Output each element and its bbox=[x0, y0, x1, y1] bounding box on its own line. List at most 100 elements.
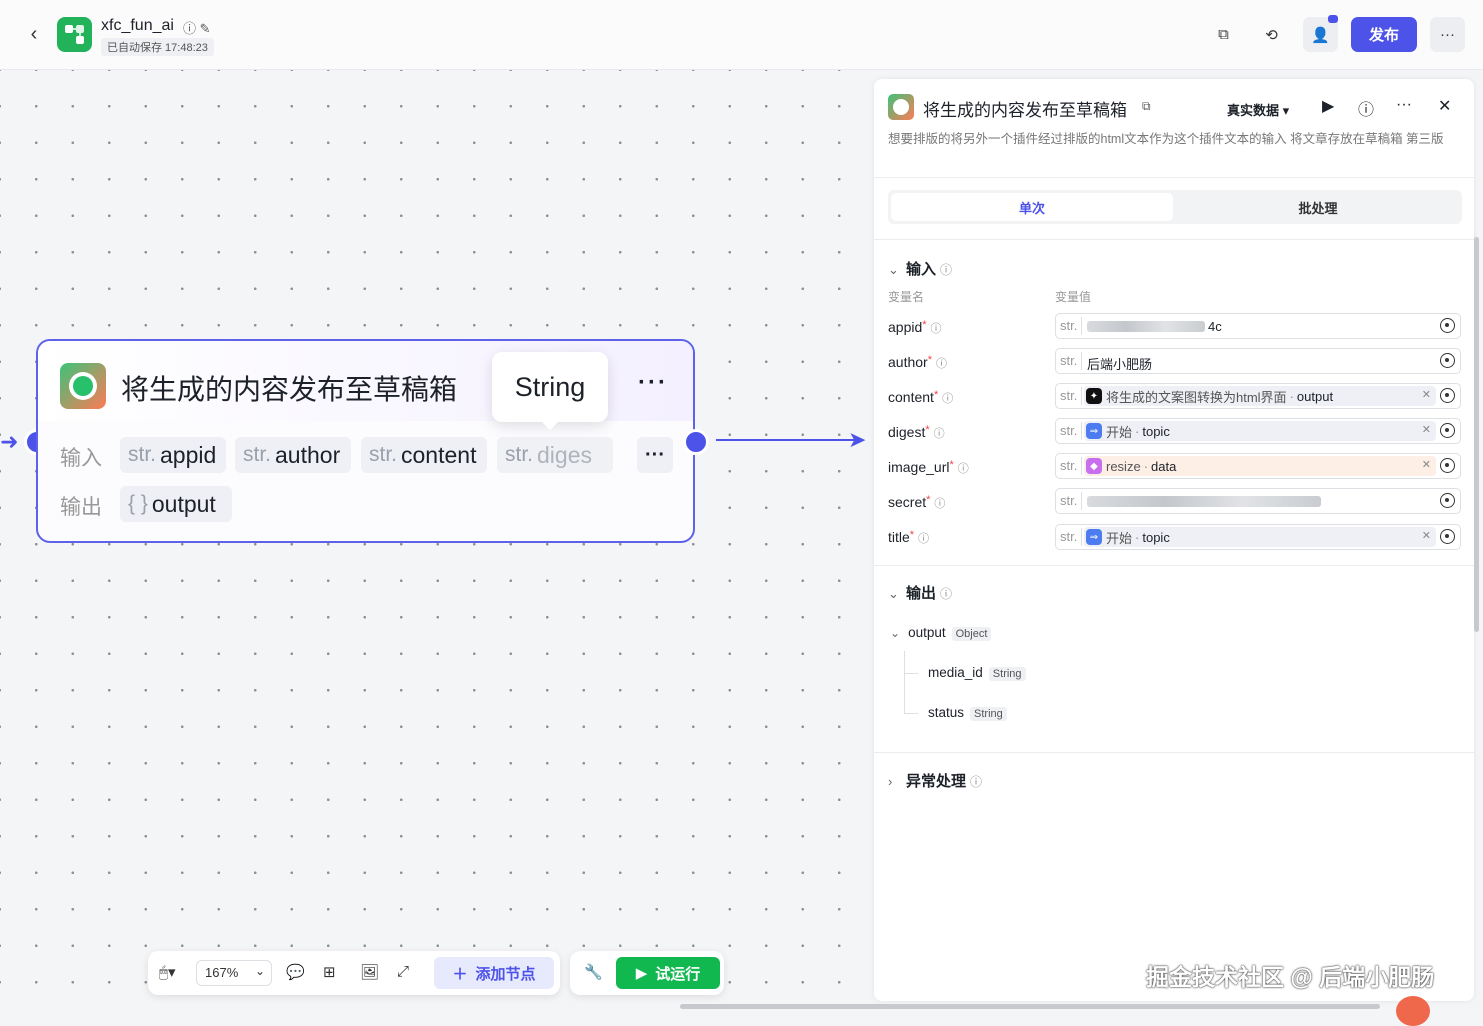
run-toolbar: 🔧 ▶试运行 bbox=[570, 951, 724, 995]
remove-reference-icon[interactable]: ✕ bbox=[1421, 459, 1431, 471]
close-icon[interactable]: ✕ bbox=[1438, 98, 1452, 115]
param-value-image-url[interactable]: str. ◆ resize·data ✕ bbox=[1055, 453, 1461, 479]
plus-icon: ＋ bbox=[452, 965, 468, 983]
publish-button[interactable]: 发布 bbox=[1351, 17, 1417, 52]
variable-reference: ✦ 将生成的文案图转换为html界面·output ✕ bbox=[1084, 386, 1436, 406]
help-icon[interactable]: ⓘ bbox=[1358, 102, 1375, 119]
comment-icon[interactable]: 💬 bbox=[286, 964, 305, 981]
variable-picker-icon[interactable] bbox=[1440, 493, 1455, 508]
mascot-icon bbox=[1396, 996, 1430, 1026]
canvas-toolbar: 🖱▾ 167%⌄ 💬 ⊞ 🖼 ⤢ ＋添加节点 bbox=[148, 951, 560, 995]
resize-node-icon: ◆ bbox=[1086, 458, 1102, 474]
info-icon[interactable]: ⓘ bbox=[183, 21, 197, 36]
param-value-digest[interactable]: str. ⇒ 开始·topic ✕ bbox=[1055, 418, 1461, 444]
back-button[interactable]: ‹ bbox=[30, 23, 38, 45]
history-icon[interactable]: ⟲ bbox=[1265, 26, 1278, 44]
variable-picker-icon[interactable] bbox=[1440, 458, 1455, 473]
canvas-horizontal-scrollbar[interactable] bbox=[680, 1004, 1380, 1009]
node-title: 将生成的内容发布至草稿箱 bbox=[121, 374, 458, 405]
chevron-down-icon: ⌄ bbox=[890, 626, 901, 640]
redacted-value bbox=[1087, 321, 1205, 332]
info-icon: ⓘ bbox=[942, 393, 954, 405]
variable-reference: ◆ resize·data ✕ bbox=[1084, 456, 1436, 476]
start-node-icon: ⇒ bbox=[1086, 529, 1102, 545]
test-run-button[interactable]: ▶试运行 bbox=[616, 957, 720, 989]
param-value-secret[interactable]: str. bbox=[1055, 488, 1461, 514]
workflow-canvas[interactable]: ➜ 将生成的内容发布至草稿箱 ··· 输入 str.appid str.auth… bbox=[0, 70, 874, 1013]
panel-scrollbar[interactable] bbox=[1474, 237, 1479, 632]
chevron-down-icon: ⌄ bbox=[254, 964, 265, 978]
redacted-value bbox=[1087, 496, 1321, 507]
top-bar: ‹ xfc_fun_ai ⓘ ✎ 已自动保存 17:48:23 ⧉ ⟲ 👤 发布… bbox=[0, 0, 1483, 70]
chevron-right-icon: › bbox=[888, 774, 893, 789]
variable-picker-icon[interactable] bbox=[1440, 353, 1455, 368]
node-config-panel: 将生成的内容发布至草稿箱 ⧉ 真实数据 ▾ ▶ ⓘ ··· ✕ 想要排版的将另外… bbox=[874, 79, 1474, 1001]
remove-reference-icon[interactable]: ✕ bbox=[1421, 389, 1431, 401]
start-node-icon: ⇒ bbox=[1086, 423, 1102, 439]
zoom-select[interactable]: 167%⌄ bbox=[196, 960, 272, 986]
copy-icon[interactable]: ⧉ bbox=[1218, 26, 1229, 43]
node-input-label: 输入 bbox=[60, 447, 102, 470]
remove-reference-icon[interactable]: ✕ bbox=[1421, 424, 1431, 436]
mouse-mode-icon[interactable]: 🖱▾ bbox=[159, 964, 176, 981]
chevron-down-icon: ⌄ bbox=[888, 262, 899, 277]
edit-icon[interactable]: ✎ bbox=[199, 21, 211, 36]
add-node-button[interactable]: ＋添加节点 bbox=[434, 957, 554, 989]
info-icon: ⓘ bbox=[940, 587, 953, 601]
minimap-icon[interactable]: 🖼 bbox=[360, 964, 380, 981]
column-header-value: 变量值 bbox=[1055, 290, 1092, 304]
info-icon: ⓘ bbox=[933, 428, 945, 440]
debug-wrench-icon[interactable]: 🔧 bbox=[584, 964, 603, 981]
remove-reference-icon[interactable]: ✕ bbox=[1421, 530, 1431, 542]
more-inputs-button[interactable]: ··· bbox=[637, 437, 673, 473]
param-value-author[interactable]: str. 后端小肥肠 bbox=[1055, 348, 1461, 374]
input-chip-digest: str.diges bbox=[497, 437, 613, 473]
variable-picker-icon[interactable] bbox=[1440, 529, 1455, 544]
info-icon: ⓘ bbox=[957, 463, 969, 475]
variable-picker-icon[interactable] bbox=[1440, 423, 1455, 438]
tab-single[interactable]: 单次 bbox=[891, 193, 1173, 221]
more-menu-button[interactable]: ··· bbox=[1430, 17, 1465, 52]
more-icon[interactable]: ··· bbox=[1396, 96, 1412, 113]
variable-picker-icon[interactable] bbox=[1440, 318, 1455, 333]
panel-title: 将生成的内容发布至草稿箱 bbox=[923, 101, 1127, 120]
chevron-down-icon: ⌄ bbox=[888, 586, 899, 601]
info-icon: ⓘ bbox=[970, 775, 983, 789]
info-icon: ⓘ bbox=[940, 263, 953, 277]
node-output-label: 输出 bbox=[60, 496, 102, 519]
tab-batch[interactable]: 批处理 bbox=[1298, 200, 1338, 216]
param-name-author: author*ⓘ bbox=[888, 354, 947, 370]
variable-picker-icon[interactable] bbox=[1440, 388, 1455, 403]
copy-icon[interactable]: ⧉ bbox=[1142, 99, 1151, 113]
app-name: xfc_fun_ai bbox=[101, 17, 174, 34]
param-value-title[interactable]: str. ⇒ 开始·topic ✕ bbox=[1055, 524, 1461, 550]
node-more-button[interactable]: ··· bbox=[638, 369, 668, 396]
input-chip-author: str.author bbox=[235, 437, 351, 473]
watermark: 掘金技术社区 @ 后端小肥肠 bbox=[1146, 964, 1435, 990]
param-value-content[interactable]: str. ✦ 将生成的文案图转换为html界面·output ✕ bbox=[1055, 383, 1461, 409]
play-icon: ▶ bbox=[635, 965, 648, 982]
input-chip-appid: str.appid bbox=[120, 437, 226, 473]
output-chip-output: { }output bbox=[120, 486, 232, 522]
node-output-port[interactable] bbox=[683, 429, 709, 455]
param-name-content: content*ⓘ bbox=[888, 389, 954, 405]
type-tooltip: String bbox=[492, 352, 608, 430]
input-chip-content: str.content bbox=[361, 437, 487, 473]
layout-icon[interactable]: ⊞ bbox=[323, 964, 336, 981]
param-value-appid[interactable]: str. 4c bbox=[1055, 313, 1461, 339]
param-name-title: title*ⓘ bbox=[888, 529, 930, 545]
notification-badge bbox=[1328, 15, 1338, 23]
wechat-plugin-icon bbox=[888, 94, 914, 120]
column-header-name: 变量名 bbox=[888, 290, 925, 304]
run-node-icon[interactable]: ▶ bbox=[1322, 98, 1335, 115]
mode-tabs: 单次 批处理 bbox=[888, 190, 1462, 224]
param-name-appid: appid*ⓘ bbox=[888, 319, 942, 335]
wechat-plugin-icon bbox=[60, 363, 106, 409]
fit-view-icon[interactable]: ⤢ bbox=[397, 963, 410, 980]
data-mode-select[interactable]: 真实数据 ▾ bbox=[1227, 103, 1290, 118]
